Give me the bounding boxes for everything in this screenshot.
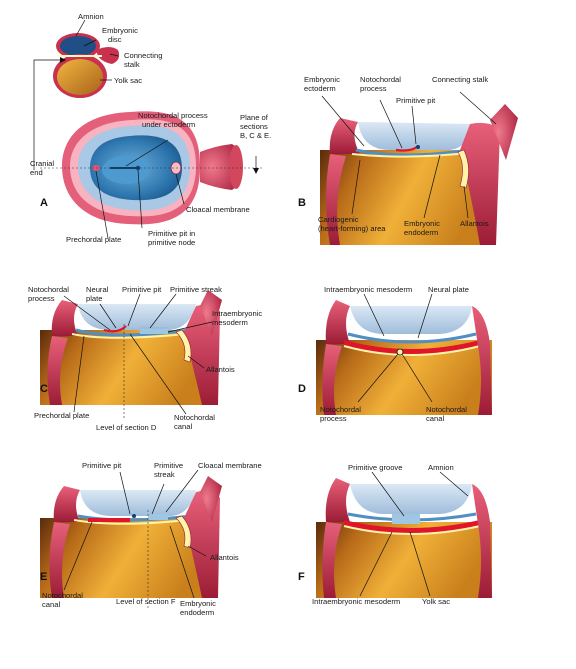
label-f-intraembryonic-mesoderm: Intraembryonic mesoderm (312, 597, 400, 606)
label-embryonic-disc-2: disc (108, 35, 122, 44)
panel-f: F Primitive groove Amnion Intraembryonic… (298, 463, 492, 606)
label-prechordal-plate: Prechordal plate (66, 235, 121, 244)
label-c-notochordal-canal-1: Notochordal (174, 413, 215, 422)
label-b-cardiogenic-1: Cardiogenic (318, 215, 359, 224)
panel-b: B Embryonic ectoderm Notochordal process… (298, 75, 518, 245)
label-amnion: Amnion (78, 12, 104, 21)
label-c-notochordal-canal-2: canal (174, 422, 192, 431)
label-connecting-stalk-1: Connecting (124, 51, 162, 60)
label-c-primitive-streak: Primitive streak (170, 285, 222, 294)
panel-e: E Primitive pit Primitive streak Cloacal… (40, 461, 262, 617)
section-b (320, 104, 518, 245)
label-cranial-end-1: Cranial (30, 159, 54, 168)
section-c (40, 290, 222, 405)
label-b-notochordal-process-1: Notochordal (360, 75, 401, 84)
label-e-notochordal-canal-1: Notochordal (42, 591, 83, 600)
label-b-embryonic-ectoderm-2: ectoderm (304, 84, 336, 93)
label-b-allantois: Allantois (460, 219, 489, 228)
label-e-allantois: Allantois (210, 553, 239, 562)
label-f-yolk-sac: Yolk sac (422, 597, 450, 606)
label-d-intraembryonic-mesoderm: Intraembryonic mesoderm (324, 285, 412, 294)
label-e-embryonic-endoderm-1: Embryonic (180, 599, 216, 608)
label-b-primitive-pit: Primitive pit (396, 96, 436, 105)
label-d-notochordal-process-2: process (320, 414, 347, 423)
label-notochordal-process-1: Notochordal process (138, 111, 208, 120)
label-c-neural-plate-2: plate (86, 294, 102, 303)
label-c-allantois: Allantois (206, 365, 235, 374)
label-b-notochordal-process-2: process (360, 84, 387, 93)
inset-embryo (53, 33, 120, 98)
label-primitive-pit-2: primitive node (148, 238, 195, 247)
label-e-level: Level of section F (116, 597, 176, 606)
label-c-prechordal-plate: Prechordal plate (34, 411, 89, 420)
label-embryonic-disc-1: Embryonic (102, 26, 138, 35)
panel-c: C Notochordal process Neural plate Primi… (28, 285, 262, 432)
label-plane-1: Plane of (240, 113, 269, 122)
panel-d: D Intraembryonic mesoderm Neural plate N… (298, 285, 492, 423)
label-e-notochordal-canal-2: canal (42, 600, 60, 609)
label-c-primitive-pit: Primitive pit (122, 285, 162, 294)
label-cloacal-membrane: Cloacal membrane (186, 205, 250, 214)
panel-label-d: D (298, 383, 306, 395)
label-e-embryonic-endoderm-2: endoderm (180, 608, 214, 617)
label-f-primitive-groove: Primitive groove (348, 463, 402, 472)
panel-label-e: E (40, 571, 47, 583)
label-plane-2: sections (240, 122, 268, 131)
label-b-embryonic-endoderm-2: endoderm (404, 228, 438, 237)
label-e-primitive-pit: Primitive pit (82, 461, 122, 470)
label-c-notochordal-process-2: process (28, 294, 55, 303)
label-b-connecting-stalk: Connecting stalk (432, 75, 488, 84)
label-yolk-sac: Yolk sac (114, 76, 142, 85)
label-d-notochordal-process-1: Notochordal (320, 405, 361, 414)
panel-a: A Amnion Embryonic disc Connecting stalk… (30, 12, 271, 247)
label-c-level: Level of section D (96, 423, 157, 432)
label-e-cloacal-membrane: Cloacal membrane (198, 461, 262, 470)
label-c-notochordal-process-1: Notochordal (28, 285, 69, 294)
label-d-notochordal-canal-2: canal (426, 414, 444, 423)
label-plane-3: B, C & E. (240, 131, 271, 140)
label-c-neural-plate-1: Neural (86, 285, 109, 294)
panel-label-c: C (40, 383, 48, 395)
label-notochordal-process-2: under ectoderm (142, 120, 195, 129)
label-d-notochordal-canal-1: Notochordal (426, 405, 467, 414)
label-e-primitive-streak-2: streak (154, 470, 175, 479)
label-c-intraembryonic-mesoderm-1: Intraembryonic (212, 309, 262, 318)
label-b-cardiogenic-2: (heart-forming) area (318, 224, 386, 233)
disc-dorsal-view (62, 111, 243, 225)
section-d (316, 300, 492, 415)
label-primitive-pit-1: Primitive pit in (148, 229, 195, 238)
label-b-embryonic-ectoderm-1: Embryonic (304, 75, 340, 84)
panel-label-b: B (298, 197, 306, 209)
label-e-primitive-streak-1: Primitive (154, 461, 183, 470)
panel-label-a: A (40, 197, 48, 209)
label-connecting-stalk-2: stalk (124, 60, 140, 69)
label-b-embryonic-endoderm-1: Embryonic (404, 219, 440, 228)
label-cranial-end-2: end (30, 168, 43, 177)
panel-label-f: F (298, 571, 305, 583)
section-f (316, 478, 492, 598)
label-f-amnion: Amnion (428, 463, 454, 472)
label-d-neural-plate: Neural plate (428, 285, 469, 294)
section-e (40, 476, 222, 598)
label-c-intraembryonic-mesoderm-2: mesoderm (212, 318, 248, 327)
